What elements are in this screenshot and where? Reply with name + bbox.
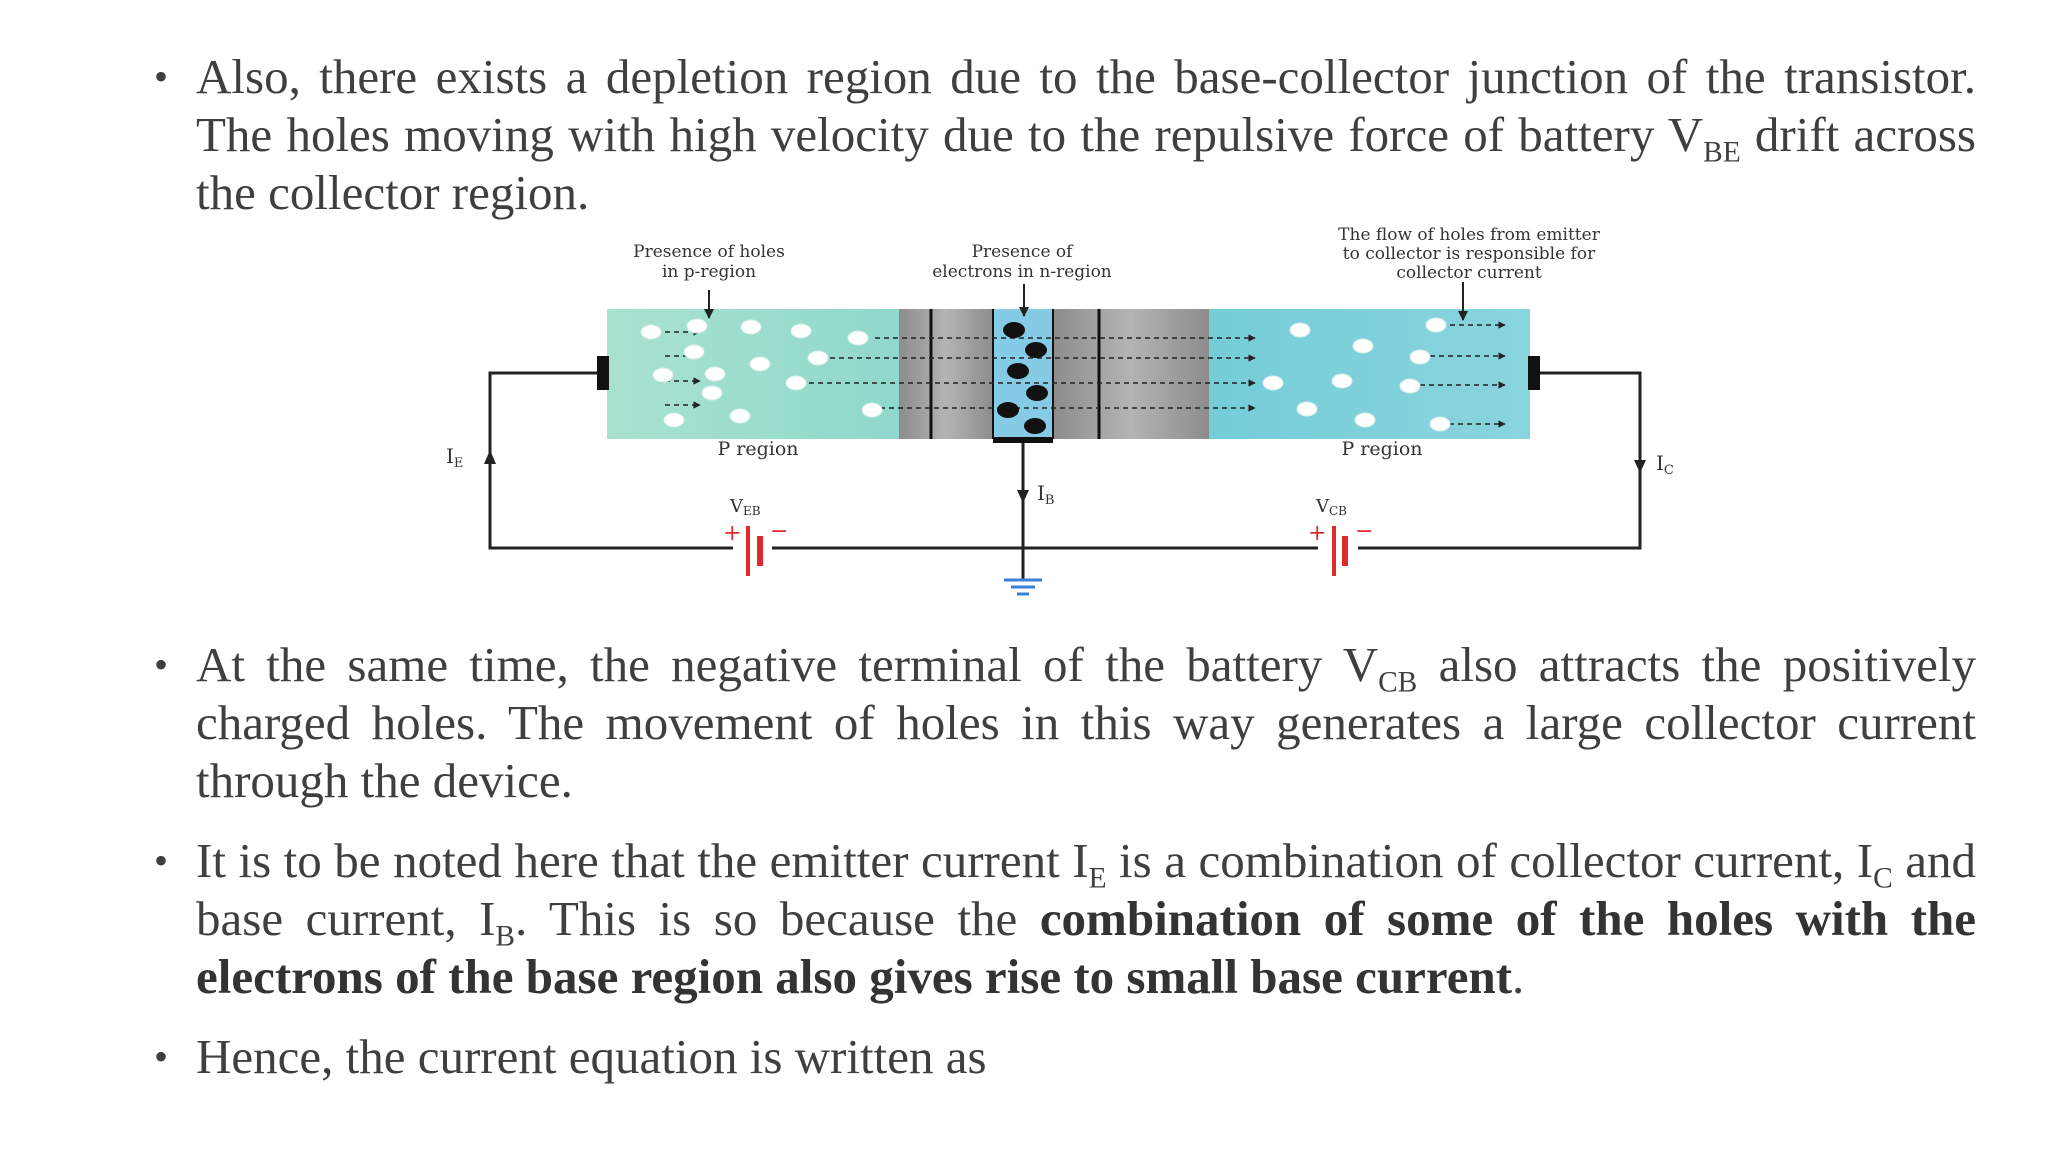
bold-emphasis: combination of some of the holes with th… [196,891,1976,1004]
bullet-emitter-current-combination: It is to be noted here that the emitter … [154,832,1977,1006]
collector-contact [1528,356,1540,390]
ground-icon [1004,578,1042,596]
battery-veb [746,526,763,576]
text-run: is a combination of collector current, I [1106,833,1874,888]
emitter-contact [597,356,609,390]
depletion-region-right [1053,309,1209,439]
circuit-wires [488,371,1642,580]
n-region-base [993,309,1053,439]
label-electrons-n-region: electrons in n-region [932,262,1112,282]
text-run: . [1512,949,1525,1004]
text-run: Hence, the current equation is written a… [196,1029,987,1084]
label-veb: VEB [729,496,761,518]
hole-flow-arrows [665,321,1506,428]
ib-arrow [1017,490,1029,503]
subscript: CB [1378,666,1418,699]
bullet-current-equation: Hence, the current equation is written a… [154,1028,1976,1086]
text-run: and base current, I [196,833,1977,946]
base-contact [993,437,1053,443]
label-hole-flow: collector current [1396,263,1542,283]
label-ic: IC [1656,451,1674,478]
battery-vcb [1332,526,1348,576]
subscript: C [1873,862,1893,895]
bullet-depletion-region: Also, there exists a depletion region du… [154,48,1976,222]
label-ie: IE [446,444,463,471]
battery-minus-sign: − [1355,519,1373,544]
p-region-emitter [607,309,899,439]
label-hole-flow: The flow of holes from emitter [1338,225,1601,245]
subscript: BE [1703,136,1741,169]
text-run: also attracts the positively charged hol… [196,637,1976,808]
label-ib: IB [1037,481,1054,508]
ic-arrow [1634,460,1646,473]
label-holes-p-region: Presence of holes [633,242,785,262]
subscript: B [495,920,516,953]
battery-minus-sign: − [770,519,788,544]
label-holes-p-region: in p-region [662,262,756,282]
text-run: drift across the collector region. [196,107,1976,220]
label-hole-flow: to collector is responsible for [1343,244,1596,264]
bullet-vcb-attracts-holes: At the same time, the negative terminal … [154,636,1976,810]
label-electrons-n-region: Presence of [972,242,1075,262]
text-run: At the same time, the negative terminal … [196,637,1379,692]
electrons [997,322,1048,434]
text-run: . This is so because the [515,891,1040,946]
ie-arrow [484,450,496,464]
depletion-region-left [899,309,993,439]
label-p-region-right: P region [1341,438,1422,460]
battery-plus-sign: + [723,521,741,546]
text-run: It is to be noted here that the emitter … [196,833,1089,888]
label-vcb: VCB [1315,496,1347,518]
holes [640,317,1451,432]
battery-plus-sign: + [1308,521,1326,546]
subscript: E [1088,862,1107,895]
label-p-region-left: P region [717,438,798,460]
p-region-collector [1209,309,1530,439]
text-run: Also, there exists a depletion region du… [196,49,1976,162]
